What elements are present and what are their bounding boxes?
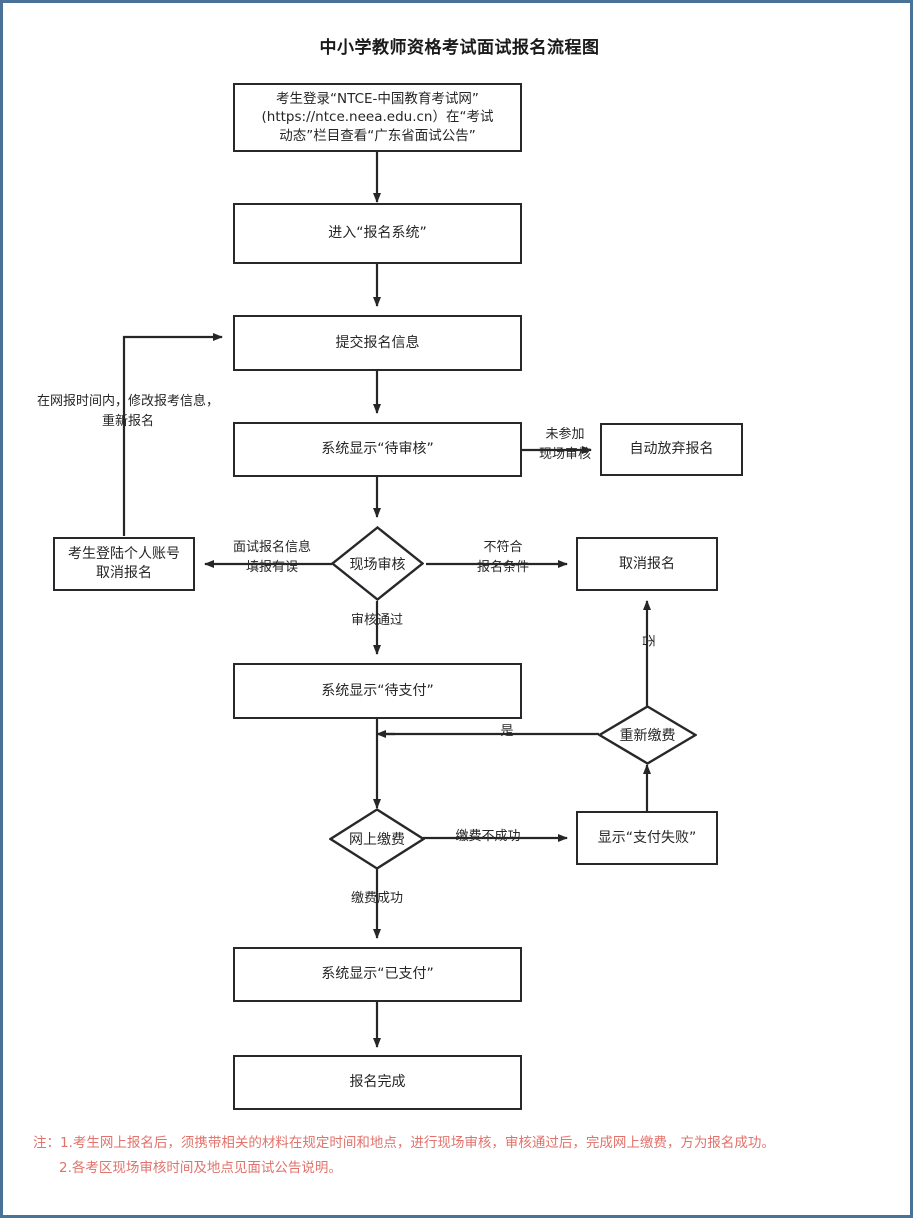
edge-label-review-passed: 审核通过	[350, 613, 403, 628]
footnote: 注：1.考生网上报名后，须携带相关的材料在规定时间和地点，进行现场审核，审核通过…	[33, 1131, 893, 1181]
node-repay[interactable]: 重新缴费	[598, 705, 697, 765]
node-online-pay[interactable]: 网上缴费	[329, 808, 425, 870]
edge-label-reapply-note: 在网报时间内，修改报考信息， 重新报名	[36, 394, 219, 429]
node-onsite-review-label: 现场审核	[349, 556, 406, 573]
diamond-shape	[598, 705, 697, 765]
node-cancel-by-user[interactable]: 考生登陆个人账号 取消报名	[53, 537, 195, 591]
edge-label-info-wrong: 面试报名信息 填报有误	[232, 540, 311, 575]
diamond-shape	[329, 808, 425, 870]
node-login[interactable]: 考生登录“NTCE-中国教育考试网” (https://ntce.neea.ed…	[233, 83, 522, 152]
edge-label-pay-success: 缴费成功	[350, 891, 403, 906]
node-paid[interactable]: 系统显示“已支付”	[233, 947, 522, 1002]
edge-label-repay-no: 否	[639, 634, 655, 648]
node-enter-system[interactable]: 进入“报名系统”	[233, 203, 522, 264]
node-submit-info[interactable]: 提交报名信息	[233, 315, 522, 371]
edge-label-repay-yes: 是	[500, 724, 514, 739]
node-onsite-review[interactable]: 现场审核	[331, 526, 424, 601]
node-online-pay-label: 网上缴费	[349, 832, 405, 848]
node-pay-failed[interactable]: 显示“支付失败”	[576, 811, 718, 865]
edge-label-not-attend-onsite: 未参加 现场审核	[538, 427, 591, 462]
page-title: 中小学教师资格考试面试报名流程图	[319, 38, 600, 58]
node-auto-abandon[interactable]: 自动放弃报名	[600, 423, 743, 476]
node-cancel-registration[interactable]: 取消报名	[576, 537, 718, 591]
node-finished[interactable]: 报名完成	[233, 1055, 522, 1110]
diamond-shape	[331, 526, 424, 601]
edge-label-not-qualified: 不符合 报名条件	[476, 540, 529, 575]
node-repay-label: 重新缴费	[619, 728, 676, 744]
node-pending-review[interactable]: 系统显示“待审核”	[233, 422, 522, 477]
footnote-line-1: 注：1.考生网上报名后，须携带相关的材料在规定时间和地点，进行现场审核，审核通过…	[33, 1135, 775, 1151]
footnote-line-2: 2.各考区现场审核时间及地点见面试公告说明。	[59, 1159, 342, 1176]
edge-label-pay-unsuccessful: 缴费不成功	[455, 829, 521, 844]
node-pending-payment[interactable]: 系统显示“待支付”	[233, 663, 522, 719]
flow-connectors	[122, 152, 651, 1048]
